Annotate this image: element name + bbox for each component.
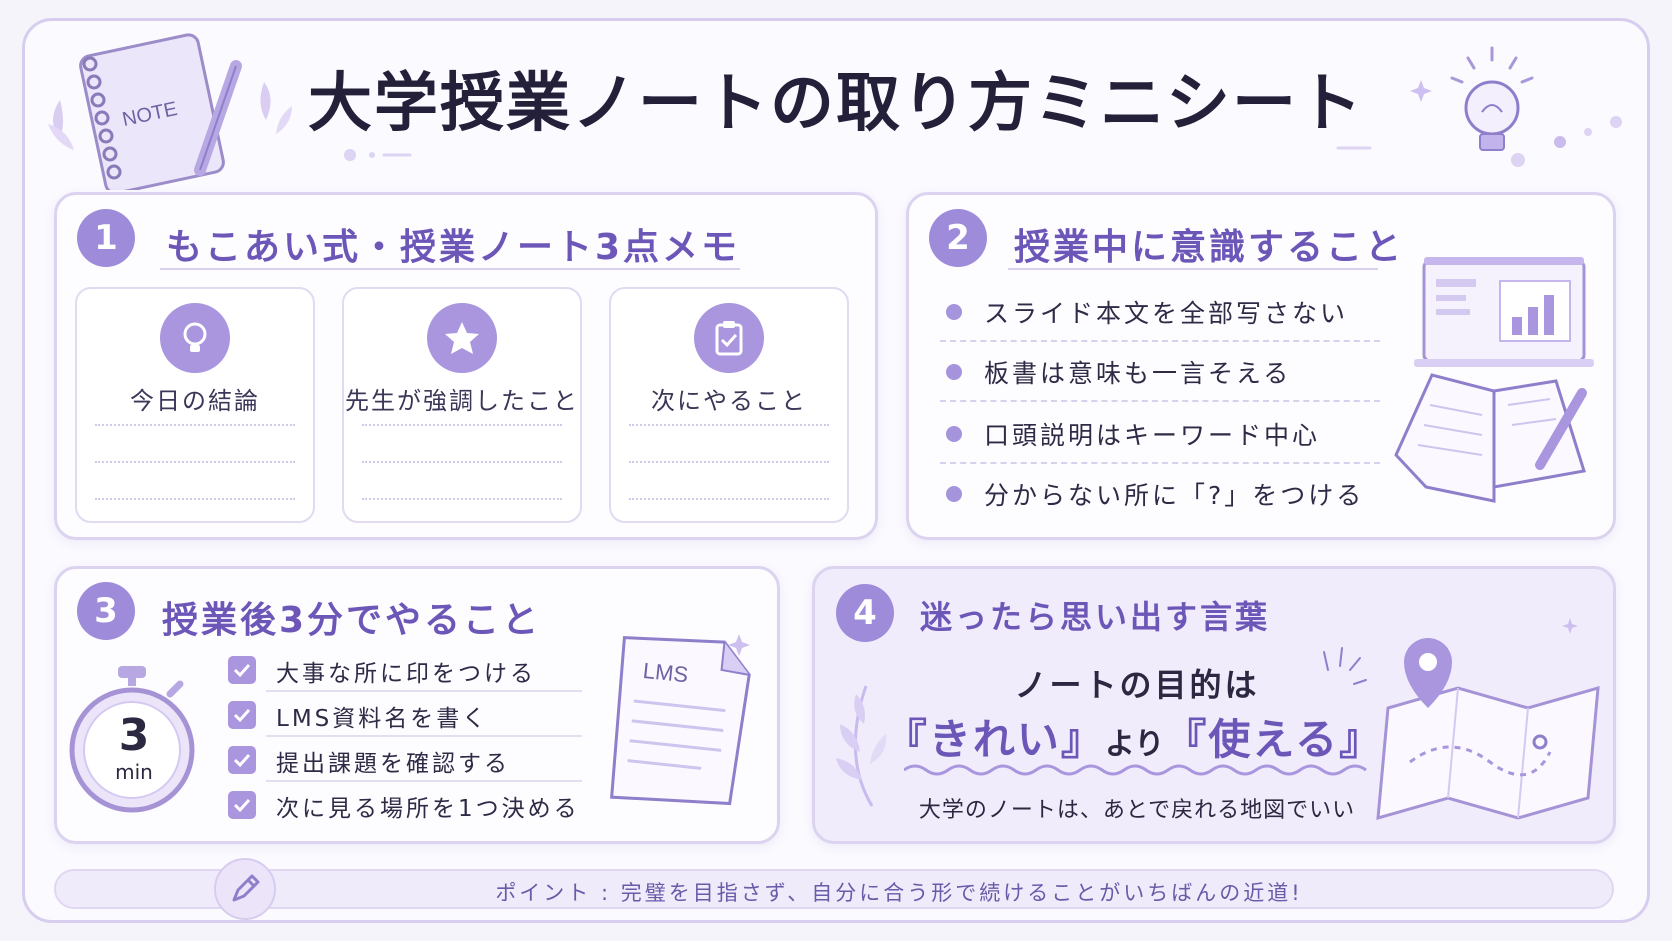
stopwatch-icon [69, 666, 195, 813]
quote-keyword-kirei: 『きれい』 [884, 715, 1105, 764]
notebook-icon: NOTE [48, 33, 292, 190]
bullet-item: 口頭説明はキーワード中心 [940, 404, 1380, 464]
quote-subtitle: 大学のノートは、あとで戻れる地図でいい [918, 798, 1356, 823]
checkbox-checked-icon [228, 746, 256, 774]
lightbulb-icon [160, 303, 230, 373]
section-4-title: 迷ったら思い出す言葉 [920, 598, 1271, 636]
map-pin-icon [1323, 618, 1600, 821]
memo-box-conclusion: 今日の結論 [75, 287, 315, 523]
section-4-number: 4 [836, 584, 894, 642]
section-3-title: 授業後3分でやること [162, 600, 542, 641]
checklist-item[interactable]: 提出課題を確認する [226, 738, 582, 782]
checklist-item[interactable]: 大事な所に印をつける [226, 648, 582, 692]
memo-box-label: 今日の結論 [130, 387, 260, 415]
quote-line-1: ノートの目的は [1014, 666, 1260, 704]
timer-value: 3 [118, 710, 150, 761]
section-2-number: 2 [929, 209, 987, 267]
tip-text: ポイント : 完璧を目指さず、自分に合う形で続けることがいちばんの近道! [495, 881, 1303, 905]
section-2-title: 授業中に意識すること [1014, 227, 1405, 268]
clipboard-check-icon [694, 303, 764, 373]
lms-label: LMS [642, 658, 690, 688]
sparkle-dots-left [344, 149, 412, 161]
checklist-item[interactable]: LMS資料名を書く [226, 693, 582, 737]
memo-box-emphasis: 先生が強調したこと [342, 287, 582, 523]
lightbulb-deco-icon [1336, 46, 1622, 167]
tip-bar: ポイント : 完璧を目指さず、自分に合う形で続けることがいちばんの近道! [54, 869, 1614, 909]
star-icon [427, 303, 497, 373]
section-2-underline [1008, 268, 1378, 270]
bullet-item: スライド本文を全部写さない [940, 282, 1380, 342]
section-1-title: もこあい式・授業ノート3点メモ [166, 227, 741, 268]
lms-document-icon: LMS [610, 634, 751, 806]
section-3-number: 3 [77, 582, 135, 640]
memo-box-next: 次にやること [609, 287, 849, 523]
presentation-notebook-icon [1394, 257, 1594, 503]
memo-box-label: 先生が強調したこと [345, 387, 579, 415]
checkbox-checked-icon [228, 701, 256, 729]
pencil-icon [214, 858, 276, 920]
quote-keyword-tsukaeru: 『使える』 [1164, 715, 1384, 764]
checkbox-checked-icon [228, 656, 256, 684]
laurel-leaf-icon [836, 685, 887, 807]
checkbox-checked-icon [228, 791, 256, 819]
bullet-item: 分からない所に「?」をつける [940, 464, 1380, 524]
quote-line-2: 『きれい』より『使える』 [884, 706, 1384, 767]
checklist-item[interactable]: 次に見る場所を1つ決める [226, 783, 582, 827]
section-1-underline [160, 268, 740, 270]
page-title: 大学授業ノートの取り方ミニシート [308, 67, 1364, 141]
timer-unit: min [115, 760, 153, 784]
wavy-underline [904, 764, 1367, 776]
quote-connector: より [1104, 727, 1165, 762]
section-1-number: 1 [77, 209, 135, 267]
bullet-item: 板書は意味も一言そえる [940, 342, 1380, 402]
memo-box-label: 次にやること [651, 387, 807, 415]
